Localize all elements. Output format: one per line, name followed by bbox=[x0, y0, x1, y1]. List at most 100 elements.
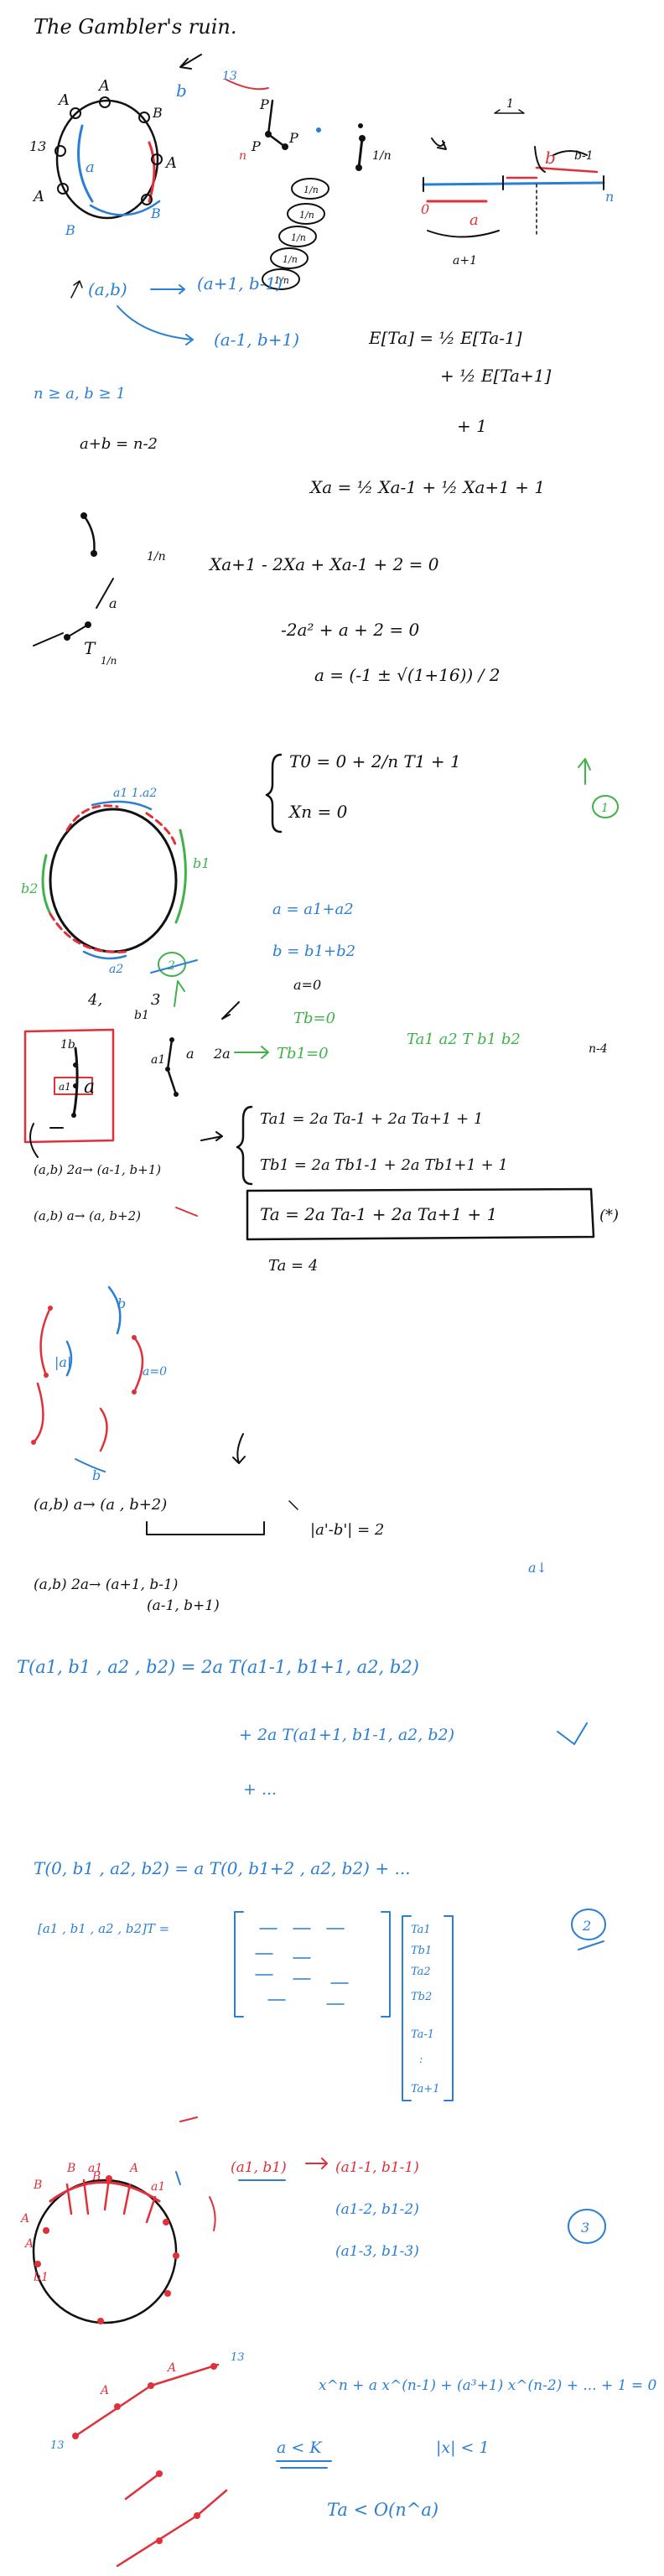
eq-6n: n-4 bbox=[589, 1042, 608, 1056]
stack-label-4: 1/n bbox=[283, 254, 298, 265]
small-T: T bbox=[84, 638, 96, 658]
eq-3: a=0 bbox=[293, 977, 321, 993]
stack-label-2: 1/n bbox=[299, 210, 314, 221]
t3-adown: a↓ bbox=[528, 1560, 547, 1576]
stack-label-5: 1/n bbox=[274, 275, 289, 286]
eq-6: Ta1 a2 T b1 b2 bbox=[407, 1031, 521, 1048]
fig1-label-b: b bbox=[176, 80, 187, 101]
side-2a: 2a bbox=[213, 1046, 231, 1062]
c2-circ2: 2 bbox=[167, 959, 175, 973]
boxed-tag: (*) bbox=[599, 1207, 619, 1224]
big-t-block: T(a1, b1 , a2 , b2) = 2a T(a1-1, b1+1, a… bbox=[17, 1657, 588, 1799]
matrix-v0: Ta1 bbox=[411, 1924, 431, 1936]
red-box-figure: 1b a1 a b1 a 2a a1 bbox=[23, 1001, 240, 1158]
eq-1: a = a1+a2 bbox=[272, 901, 354, 918]
recurrence-block: Xa = ½ Xa-1 + ½ Xa+1 + 1 Xa+1 - 2Xa + Xa… bbox=[208, 477, 545, 685]
line-a: a bbox=[469, 211, 479, 229]
fig1-label-a4: A bbox=[164, 154, 177, 172]
c3-ab: (a1, b1) bbox=[231, 2159, 287, 2176]
t3-abs: |a'-b'| = 2 bbox=[310, 1521, 384, 1539]
c2-top: a1 1.a2 bbox=[113, 787, 157, 800]
poly-ta: Ta < O(n^a) bbox=[327, 2500, 438, 2520]
bot-A1: A bbox=[99, 2384, 109, 2397]
c3-label-8: B bbox=[91, 2170, 101, 2184]
poly-ak: a < K bbox=[277, 2438, 323, 2457]
line-n: n bbox=[605, 189, 614, 205]
circle-figure-1: A A 13 A B B A B b a bbox=[29, 54, 202, 238]
c3-label-4: A bbox=[19, 2212, 29, 2225]
side-a: a bbox=[186, 1046, 195, 1062]
left-transitions: (a,b) 2a→ (a-1, b+1) (a,b) a→ (a, b+2) bbox=[34, 1162, 198, 1223]
fig1-label-b2: B bbox=[65, 222, 75, 238]
c2-n3: 3 bbox=[151, 991, 160, 1009]
number-line-figure: 1 b b-1 0 n a a+1 bbox=[421, 97, 614, 267]
rb-1b: 1b bbox=[60, 1038, 75, 1052]
c3-label-6: b1 bbox=[34, 2271, 49, 2284]
c2-a2: a2 bbox=[109, 963, 123, 976]
walk-13: 13 bbox=[222, 70, 237, 83]
t3-l3: (a-1, b+1) bbox=[147, 1597, 220, 1614]
ta-equals-4: Ta = 4 bbox=[268, 1257, 318, 1275]
cond-2: a+b = n-2 bbox=[80, 435, 158, 453]
matrix-circ: 2 bbox=[582, 1918, 591, 1934]
matrix-v4: Ta-1 bbox=[411, 2028, 434, 2041]
arcs-a0: a=0 bbox=[143, 1365, 167, 1379]
small-walk-figure: 1/n a T 1/n bbox=[33, 512, 166, 667]
boxed-equation: Ta = 2a Ta-1 + 2a Ta+1 + 1 (*) bbox=[246, 1187, 619, 1241]
oval-stack: 1/n 1/n 1/n 1/n 1/n bbox=[262, 178, 329, 290]
c2-b1: b1 bbox=[193, 855, 210, 871]
trans-r1: (a+1, b-1) bbox=[197, 273, 283, 293]
c3-r3: (a1-3, b1-3) bbox=[335, 2243, 419, 2260]
line-one: 1 bbox=[506, 97, 514, 111]
side-b1: b1 bbox=[134, 1009, 149, 1022]
circle-figure-2: a1 1.a2 b1 b2 a2 4, 3 2 bbox=[21, 787, 210, 1009]
rec-4: a = (-1 ± √(1+16)) / 2 bbox=[314, 665, 500, 685]
matrix-v1: Tb1 bbox=[411, 1945, 432, 1957]
arcs-b-1: b bbox=[117, 1296, 126, 1311]
matrix-block: [a1 , b1 , a2 , b2]T = Ta1 Tb1 Ta2 Tb2 T… bbox=[38, 1909, 606, 2101]
c3-label-1: B bbox=[66, 2162, 75, 2175]
lt-2: (a,b) a→ (a, b+2) bbox=[34, 1208, 141, 1223]
walk-n1: n bbox=[239, 149, 246, 163]
sys-circle-1: 1 bbox=[601, 802, 609, 815]
matrix-v6: Ta+1 bbox=[411, 2083, 440, 2096]
transition-block: (a,b) (a+1, b-1) (a-1, b+1) bbox=[70, 273, 299, 350]
lt-1: (a,b) 2a→ (a-1, b+1) bbox=[34, 1162, 161, 1177]
c3-label-0: B bbox=[33, 2179, 42, 2192]
eq-4: Tb=0 bbox=[293, 1010, 335, 1027]
matrix-v3: Tb2 bbox=[411, 1991, 432, 2003]
walk-figure: P P P n 13 1/n 1/n 1/n 1/n 1/n 1/n bbox=[222, 70, 392, 290]
poly-eq: x^n + a x^(n-1) + (a³+1) x^(n-2) + ... +… bbox=[319, 2377, 656, 2394]
small-alpha: a bbox=[109, 595, 117, 611]
alpha-beta-equations: a = a1+a2 b = b1+b2 a=0 Tb=0 Tb1=0 Ta1 a… bbox=[234, 901, 608, 1062]
fig1-label-b1: 13 bbox=[29, 138, 46, 154]
rec-1: Xa = ½ Xa-1 + ½ Xa+1 + 1 bbox=[309, 477, 545, 497]
bot-A2: A bbox=[166, 2361, 176, 2375]
c3-label-2: a1 bbox=[88, 2162, 102, 2175]
brace1-l1: Ta1 = 2a Ta-1 + 2a Ta+1 + 1 bbox=[260, 1110, 483, 1128]
fig1-label-b3: B bbox=[152, 105, 163, 121]
eq-5: Tb1=0 bbox=[277, 1045, 329, 1062]
brace-equations-1: Ta1 = 2a Ta-1 + 2a Ta+1 + 1 Tb1 = 2a Tb1… bbox=[236, 1105, 508, 1186]
line-zero: 0 bbox=[421, 201, 429, 217]
c2-b2: b2 bbox=[21, 880, 38, 896]
matrix-v5: : bbox=[419, 2054, 423, 2066]
c3-r1: (a1-1, b1-1) bbox=[335, 2159, 419, 2176]
bigT-2: + 2a T(a1+1, b1-1, a2, b2) bbox=[239, 1726, 454, 1744]
bot-B2: 13 bbox=[231, 2351, 245, 2364]
bigT-3: + ... bbox=[243, 1780, 277, 1799]
system-block: T0 = 0 + 2/n T1 + 1 Xn = 0 1 bbox=[265, 751, 619, 834]
walk-p3: P bbox=[288, 130, 298, 146]
fig1-label-b4: B bbox=[150, 205, 161, 221]
matrix-v2: Ta2 bbox=[411, 1966, 431, 1978]
page-title: The Gambler's ruin. bbox=[34, 15, 236, 39]
sys-1: T0 = 0 + 2/n T1 + 1 bbox=[289, 751, 461, 771]
expect-l2: + ½ E[Ta+1] bbox=[440, 366, 551, 386]
poly-xl: |x| < 1 bbox=[436, 2438, 490, 2457]
c3-r2: (a1-2, b1-2) bbox=[335, 2201, 419, 2218]
trans-r2: (a-1, b+1) bbox=[214, 330, 299, 350]
bottom-block: A A 13 13 x^n + a x^(n-1) + (a³+1) x^(n-… bbox=[50, 2351, 656, 2568]
small-one-n: 1/n bbox=[101, 655, 117, 667]
c2-n4: 4, bbox=[87, 991, 102, 1009]
